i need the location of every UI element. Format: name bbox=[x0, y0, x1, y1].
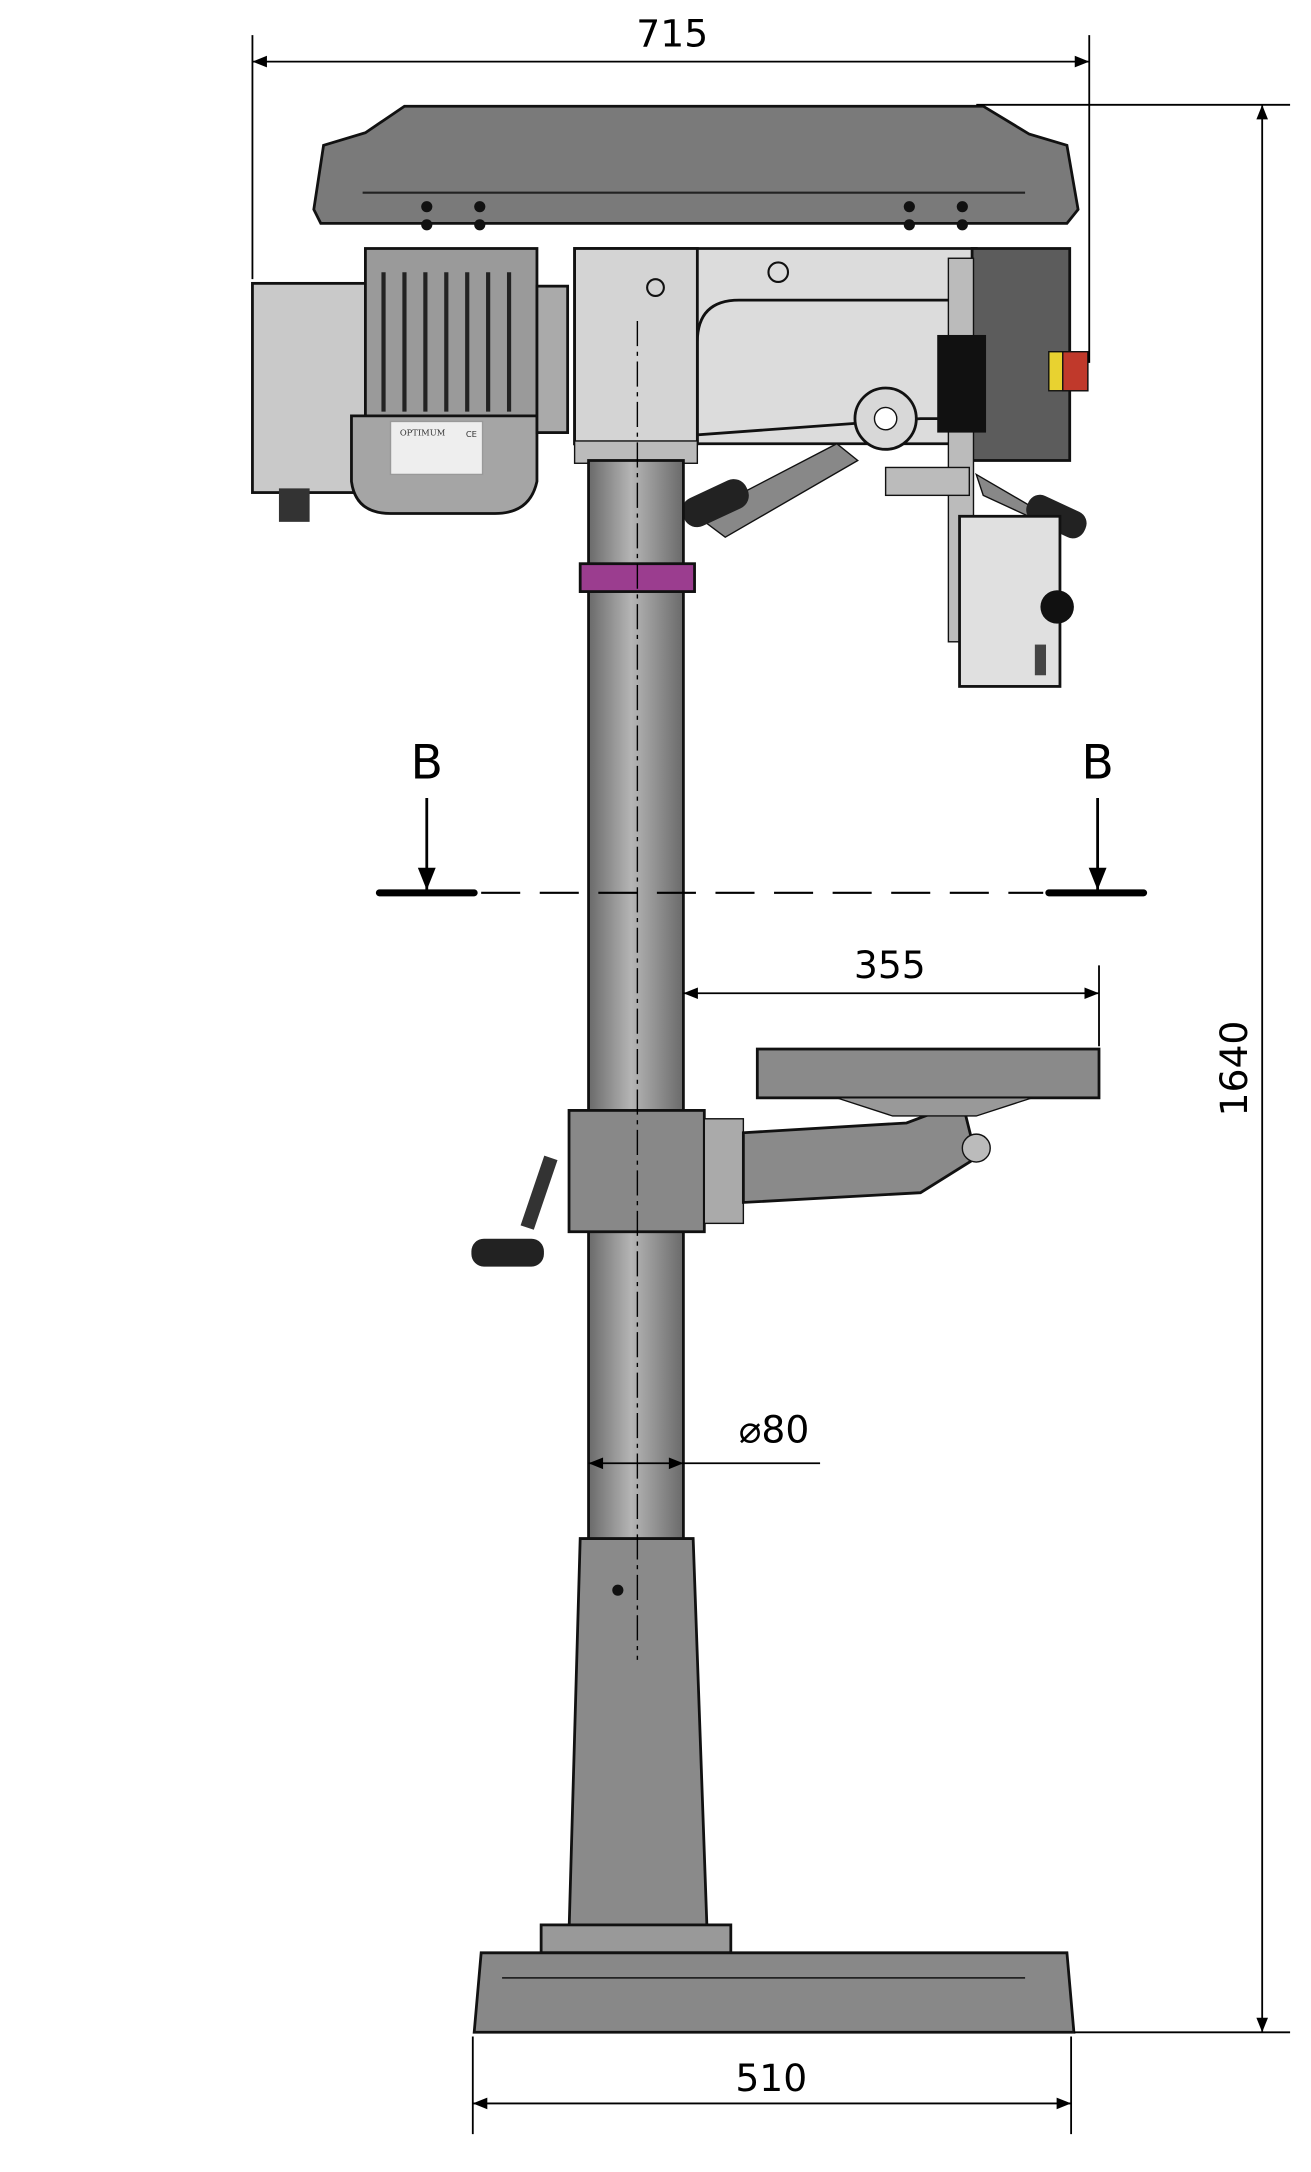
section-line-b: B B bbox=[375, 735, 1148, 897]
base-plate bbox=[472, 1951, 1076, 2034]
feed-handle-grip[interactable] bbox=[677, 474, 753, 531]
section-label-left: B bbox=[411, 735, 444, 790]
dimension-overall-width: 715 bbox=[251, 11, 1091, 363]
dim-label-715: 715 bbox=[636, 11, 708, 55]
motor bbox=[364, 247, 539, 425]
drill-press: OPTIMUM CE bbox=[251, 104, 1101, 2034]
dim-label-355: 355 bbox=[854, 943, 926, 987]
motor-nameplate bbox=[389, 420, 484, 476]
dimension-column-diameter: ⌀80 bbox=[588, 1407, 821, 1470]
dimension-overall-height: 1640 bbox=[976, 103, 1291, 2034]
table bbox=[755, 1047, 1101, 1100]
ce-mark: CE bbox=[466, 429, 477, 439]
column-base bbox=[567, 1537, 709, 1934]
terminal-box bbox=[251, 281, 367, 494]
belt-cover bbox=[312, 104, 1080, 225]
table-crank-handle[interactable] bbox=[471, 1238, 544, 1267]
dimension-base-width: 510 bbox=[471, 2036, 1073, 2135]
dim-label-510: 510 bbox=[735, 2056, 807, 2100]
dimension-throat: 355 bbox=[683, 943, 1100, 1047]
dim-label-80: ⌀80 bbox=[739, 1407, 810, 1451]
motor-brand: OPTIMUM bbox=[400, 427, 446, 437]
column bbox=[587, 459, 685, 1543]
section-label-right: B bbox=[1081, 735, 1114, 790]
dim-label-1640: 1640 bbox=[1212, 1021, 1256, 1117]
